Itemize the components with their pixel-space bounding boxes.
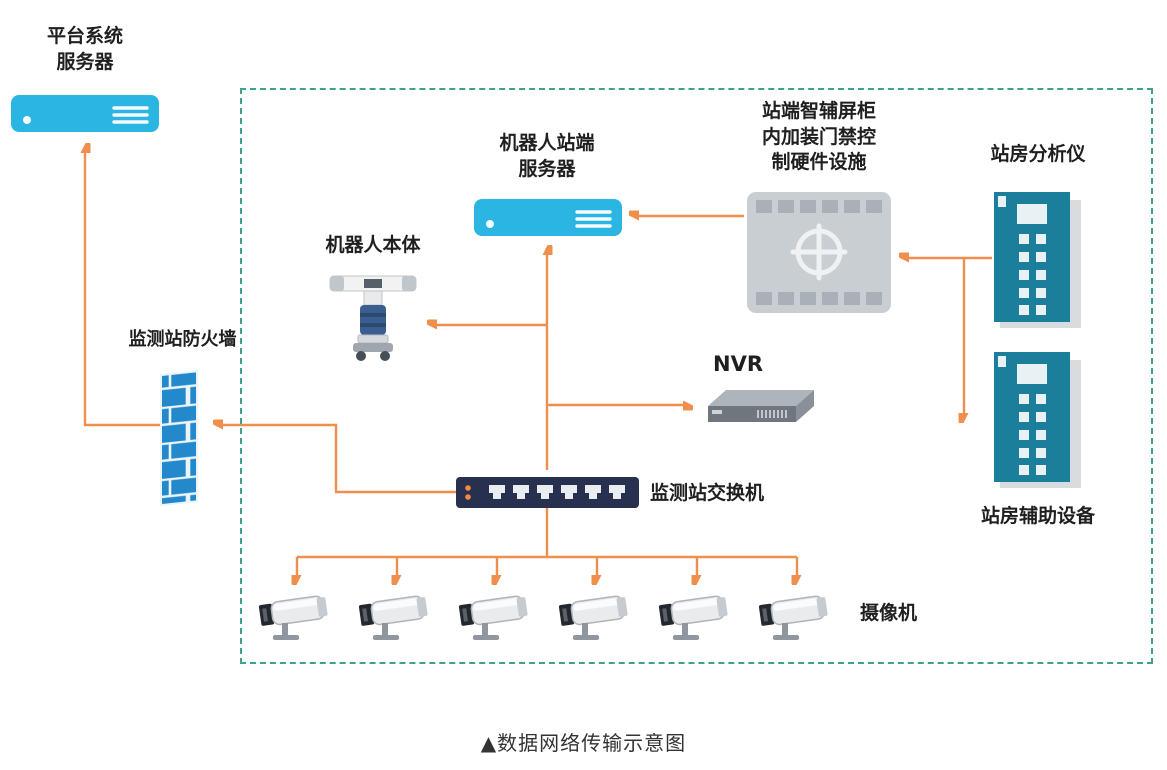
robot-body-icon xyxy=(328,266,418,370)
station-aux-label: 站房辅助设备 xyxy=(980,505,1095,527)
camera-icon xyxy=(457,590,536,649)
robot-body-label: 机器人本体 xyxy=(325,234,421,256)
diagram-caption: ▲数据网络传输示意图 xyxy=(480,731,687,755)
nvr-label: NVR xyxy=(713,352,763,376)
camera-icon xyxy=(657,590,736,649)
camera-icon xyxy=(757,590,836,649)
camera-icon xyxy=(257,590,336,649)
switch-icon xyxy=(455,472,640,516)
station-aux-icon xyxy=(988,348,1088,497)
firewall-icon xyxy=(152,366,206,512)
switch-label: 监测站交换机 xyxy=(650,482,765,504)
station-analyzer-icon xyxy=(988,188,1088,337)
firewall-label: 监测站防火墙 xyxy=(128,329,237,350)
nvr-icon xyxy=(700,380,820,430)
station-boundary xyxy=(240,88,1153,664)
station-analyzer-label: 站房分析仪 xyxy=(990,143,1086,165)
camera-icon xyxy=(357,590,436,649)
access-cabinet-icon xyxy=(745,190,893,319)
access-cabinet-label: 站端智辅屏柜 内加装门禁控 制硬件设施 xyxy=(761,100,876,174)
robot-server-icon xyxy=(472,196,624,242)
robot-server-label: 机器人站端 服务器 xyxy=(499,132,595,180)
camera-label: 摄像机 xyxy=(860,602,918,624)
camera-icon xyxy=(557,590,636,649)
platform-server-label: 平台系统 服务器 xyxy=(46,25,123,73)
platform-server-icon xyxy=(9,92,161,138)
